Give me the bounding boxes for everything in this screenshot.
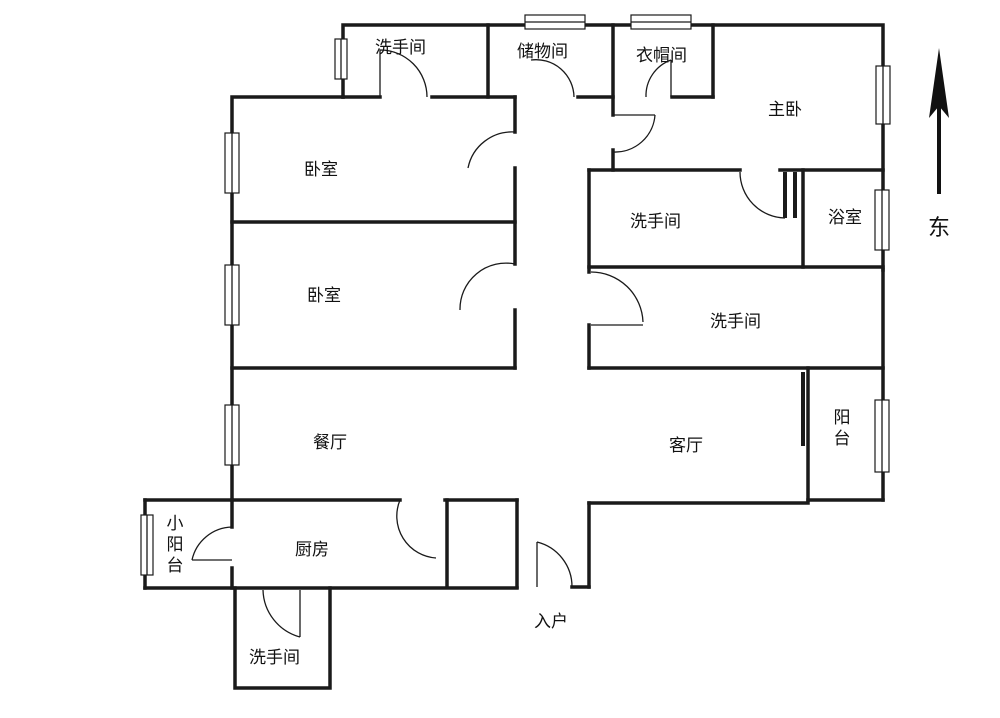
room-label-cloakroom: 衣帽间 bbox=[636, 46, 687, 66]
room-label-washroom-mid: 洗手间 bbox=[630, 212, 681, 232]
room-label-master-bedroom: 主卧 bbox=[768, 100, 802, 120]
walls bbox=[143, 23, 885, 690]
room-label-entrance: 入户 bbox=[534, 612, 568, 632]
room-label-storage: 储物间 bbox=[517, 42, 568, 62]
room-label-balcony: 阳台 bbox=[833, 408, 851, 449]
room-label-dining: 餐厅 bbox=[313, 433, 347, 453]
room-label-bathroom: 浴室 bbox=[828, 208, 862, 228]
north-arrow-icon bbox=[929, 48, 949, 194]
room-label-bedroom-1: 卧室 bbox=[304, 160, 338, 180]
room-label-washroom-bottom: 洗手间 bbox=[249, 648, 300, 668]
room-label-kitchen: 厨房 bbox=[295, 540, 329, 560]
room-label-living: 客厅 bbox=[669, 436, 703, 456]
room-label-bedroom-2: 卧室 bbox=[307, 286, 341, 306]
wall-stubs bbox=[783, 172, 805, 446]
compass-direction-label: 东 bbox=[928, 216, 951, 241]
room-label-washroom-right: 洗手间 bbox=[710, 312, 761, 332]
room-label-washroom-top: 洗手间 bbox=[375, 38, 426, 58]
doors bbox=[191, 49, 786, 638]
windows bbox=[140, 14, 891, 576]
room-label-small-balcony: 小阳台 bbox=[166, 514, 184, 576]
